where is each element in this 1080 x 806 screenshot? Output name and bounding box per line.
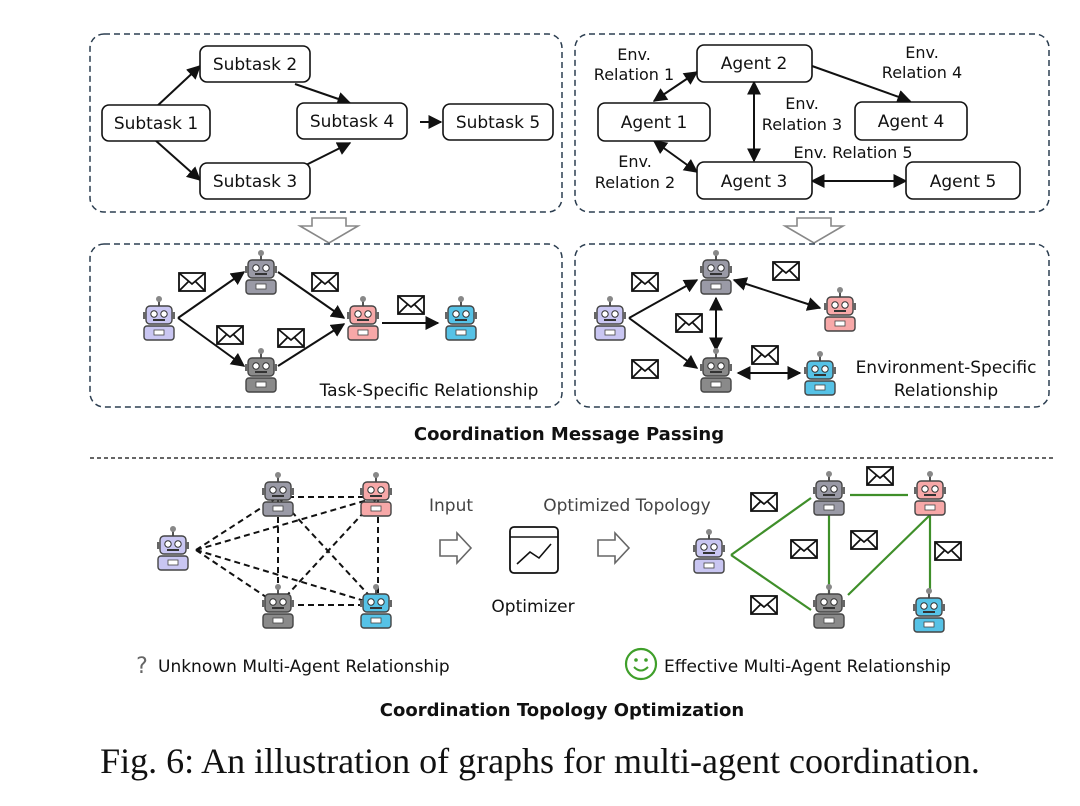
optimized-topology-label: Optimized Topology bbox=[543, 496, 711, 516]
envelope-icon bbox=[216, 325, 244, 345]
agent-2-node: Agent 2 bbox=[696, 44, 813, 83]
robot-pink-icon bbox=[359, 471, 393, 517]
agent-3-label: Agent 3 bbox=[721, 172, 788, 192]
rel-1-line1: Env. bbox=[617, 45, 651, 64]
effective-relationship-label: Effective Multi-Agent Relationship bbox=[664, 657, 951, 677]
down-arrow-right bbox=[782, 217, 846, 244]
subtask-2-label: Subtask 2 bbox=[213, 55, 297, 75]
agent-5-node: Agent 5 bbox=[905, 161, 1021, 200]
robot-blue-icon bbox=[359, 583, 393, 629]
envelope-icon bbox=[866, 466, 894, 486]
robot-gray-icon bbox=[244, 249, 278, 295]
unknown-relationship-label: Unknown Multi-Agent Relationship bbox=[158, 657, 450, 677]
optimizer-label: Optimizer bbox=[491, 597, 574, 617]
subtask-5-node: Subtask 5 bbox=[442, 103, 554, 141]
robot-blue-icon bbox=[912, 587, 946, 633]
rel-2-line2: Relation 2 bbox=[595, 173, 675, 192]
subtask-4-node: Subtask 4 bbox=[296, 102, 408, 140]
rel-5-label: Env. Relation 5 bbox=[793, 143, 912, 162]
robot-purple-icon bbox=[142, 295, 176, 341]
envelope-icon bbox=[850, 530, 878, 550]
robot-gray-icon bbox=[812, 470, 846, 516]
envelope-icon bbox=[934, 541, 962, 561]
robot-dark-gray-icon bbox=[261, 583, 295, 629]
agent-1-label: Agent 1 bbox=[621, 113, 688, 133]
task-specific-label: Task-Specific Relationship bbox=[319, 381, 539, 401]
env-specific-label-line1: Environment-Specific bbox=[856, 358, 1037, 378]
message-passing-title: Coordination Message Passing bbox=[414, 424, 724, 445]
task-graph-panel bbox=[89, 33, 563, 213]
env-relation-labels: Env. Relation 1 Env. Relation 2 Env. Rel… bbox=[594, 43, 962, 192]
robot-gray-icon bbox=[699, 249, 733, 295]
input-label: Input bbox=[429, 496, 473, 516]
robot-purple-icon bbox=[156, 525, 190, 571]
env-graph-panel bbox=[574, 33, 1050, 213]
subtask-3-label: Subtask 3 bbox=[213, 172, 297, 192]
agent-3-node: Agent 3 bbox=[696, 161, 813, 200]
envelope-icon bbox=[631, 359, 659, 379]
input-arrow-icon bbox=[439, 532, 472, 564]
envelope-icon bbox=[750, 595, 778, 615]
task-message-panel bbox=[89, 243, 563, 408]
robot-gray-icon bbox=[261, 471, 295, 517]
rel-1-line2: Relation 1 bbox=[594, 65, 674, 84]
envelope-icon bbox=[277, 328, 305, 348]
envelope-icon bbox=[397, 295, 425, 315]
envelope-icon bbox=[311, 272, 339, 292]
envelope-icon bbox=[790, 539, 818, 559]
optimizer-icon bbox=[509, 526, 559, 574]
env-message-edges bbox=[628, 277, 822, 380]
rel-2-line1: Env. bbox=[618, 152, 652, 171]
subtask-5-label: Subtask 5 bbox=[456, 113, 540, 133]
rel-3-line2: Relation 3 bbox=[762, 115, 842, 134]
subtask-4-label: Subtask 4 bbox=[310, 112, 394, 132]
envelope-icon bbox=[631, 272, 659, 292]
robot-dark-gray-icon bbox=[699, 347, 733, 393]
subtask-3-node: Subtask 3 bbox=[199, 162, 311, 200]
env-specific-label-line2: Relationship bbox=[894, 381, 998, 401]
rel-4-line2: Relation 4 bbox=[882, 63, 962, 82]
robot-purple-icon bbox=[692, 528, 726, 574]
output-arrow-icon bbox=[597, 532, 630, 564]
robot-purple-icon bbox=[593, 295, 627, 341]
robot-dark-gray-icon bbox=[244, 347, 278, 393]
robot-pink-icon bbox=[913, 470, 947, 516]
agent-1-node: Agent 1 bbox=[597, 102, 711, 142]
subtask-1-node: Subtask 1 bbox=[101, 104, 211, 142]
figure-caption: Fig. 6: An illustration of graphs for mu… bbox=[100, 741, 980, 781]
envelope-icon bbox=[675, 313, 703, 333]
envelope-icon bbox=[772, 261, 800, 281]
agent-4-label: Agent 4 bbox=[878, 112, 945, 132]
task-message-edges bbox=[177, 271, 440, 367]
down-arrow-left bbox=[297, 217, 361, 244]
effective-topology-edges bbox=[730, 493, 932, 611]
robot-blue-icon bbox=[803, 350, 837, 396]
envelope-icon bbox=[178, 272, 206, 292]
smiley-icon bbox=[624, 647, 658, 681]
envelope-icon bbox=[751, 345, 779, 365]
topology-title: Coordination Topology Optimization bbox=[380, 700, 744, 721]
envelope-icon bbox=[750, 492, 778, 512]
rel-3-line1: Env. bbox=[785, 94, 819, 113]
task-graph-edges bbox=[154, 65, 443, 181]
env-graph-edges bbox=[652, 65, 912, 188]
env-message-panel bbox=[574, 243, 1050, 408]
rel-4-line1: Env. bbox=[905, 43, 939, 62]
robot-pink-icon bbox=[346, 295, 380, 341]
question-mark-icon: ? bbox=[136, 654, 148, 679]
robot-dark-gray-icon bbox=[812, 583, 846, 629]
agent-5-label: Agent 5 bbox=[930, 172, 997, 192]
agent-2-label: Agent 2 bbox=[721, 54, 788, 74]
agent-4-node: Agent 4 bbox=[854, 101, 968, 141]
robot-pink-icon bbox=[823, 286, 857, 332]
subtask-2-node: Subtask 2 bbox=[199, 45, 311, 83]
subtask-1-label: Subtask 1 bbox=[114, 114, 198, 134]
robot-blue-icon bbox=[444, 295, 478, 341]
